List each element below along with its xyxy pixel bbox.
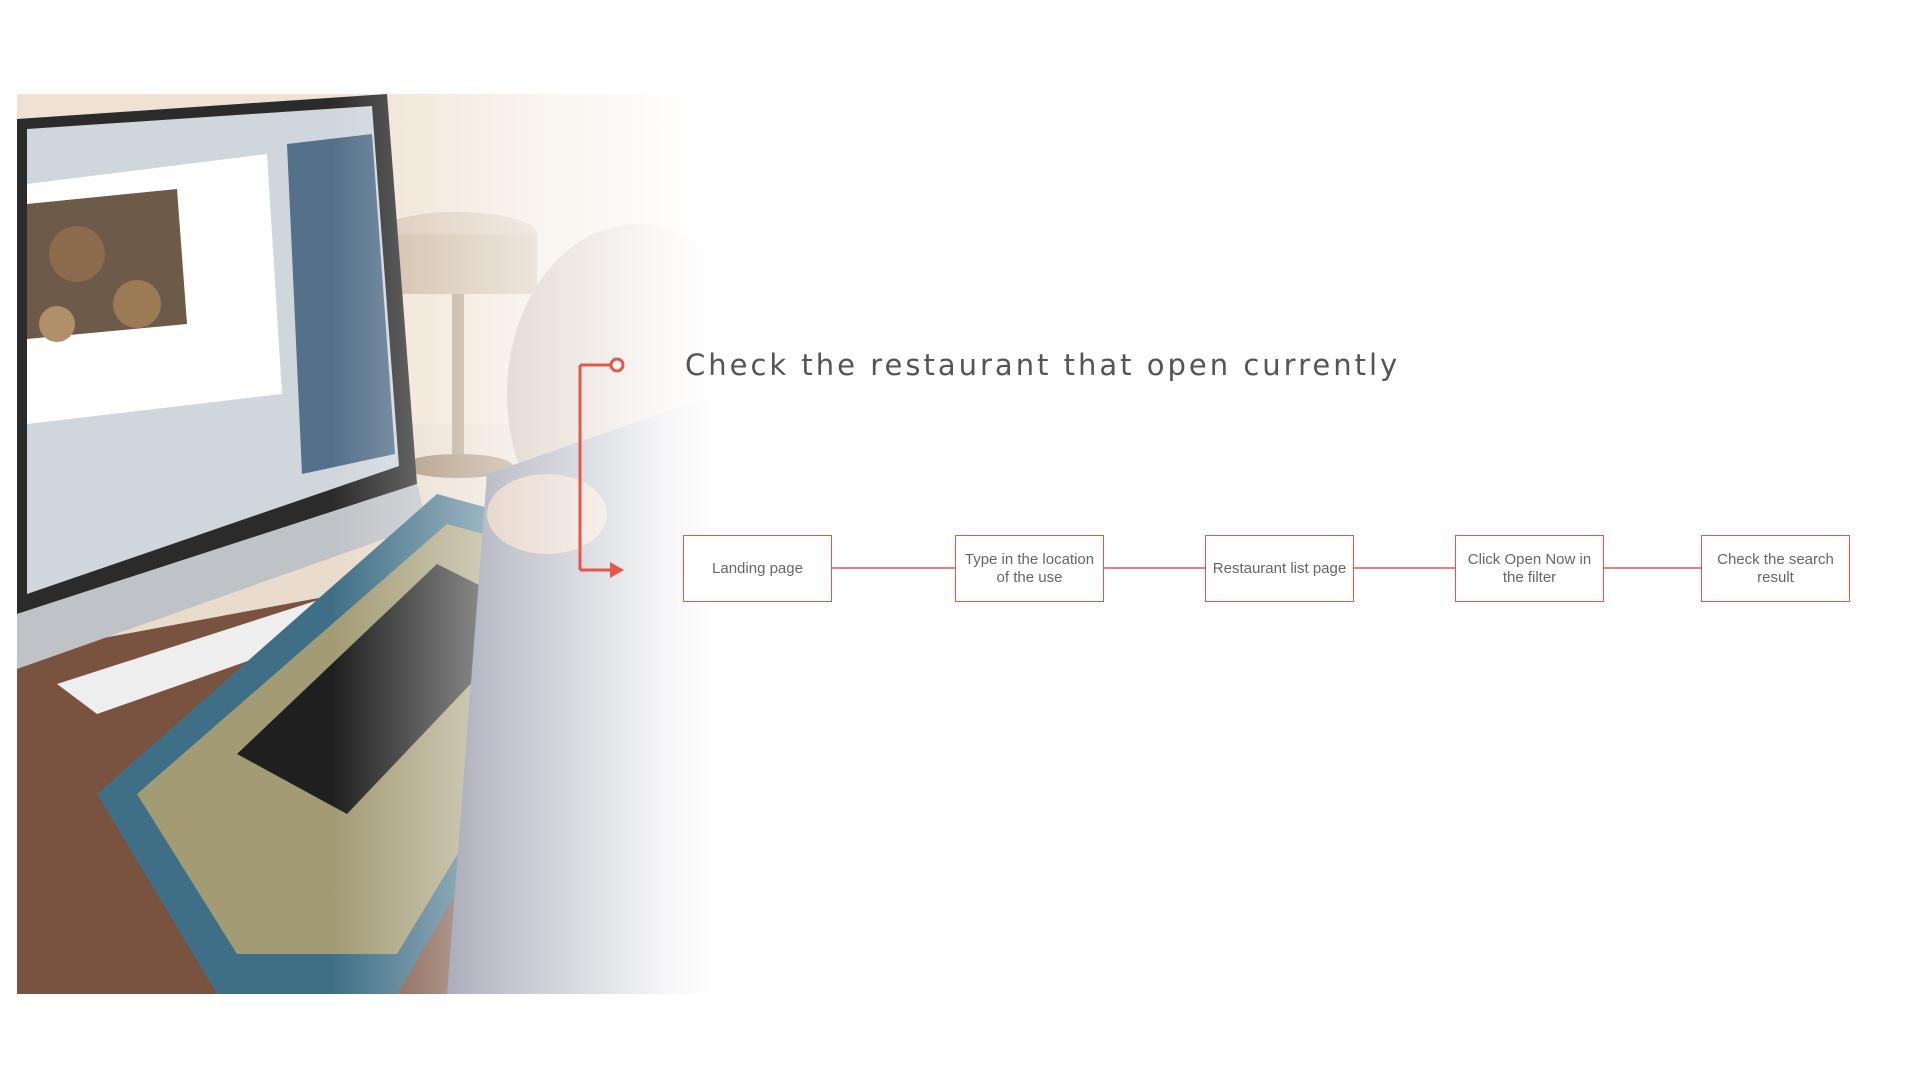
flow-step-type-location: Type in the location of the use [955,535,1104,602]
flow-step-restaurant-list: Restaurant list page [1205,535,1354,602]
flow-step-label: Type in the location of the use [964,550,1095,586]
flow-step-label: Landing page [712,559,803,577]
flow-step-check-result: Check the search result [1701,535,1850,602]
flow-step-landing-page: Landing page [683,535,832,602]
flow-step-label: Restaurant list page [1212,559,1347,577]
flow-step-open-now-filter: Click Open Now in the filter [1455,535,1604,602]
flow-step-label: Click Open Now in the filter [1467,550,1592,586]
scenario-heading: Check the restaurant that open currently [685,348,1401,382]
user-testing-photo [17,94,717,994]
flow-step-label: Check the search result [1717,550,1834,586]
